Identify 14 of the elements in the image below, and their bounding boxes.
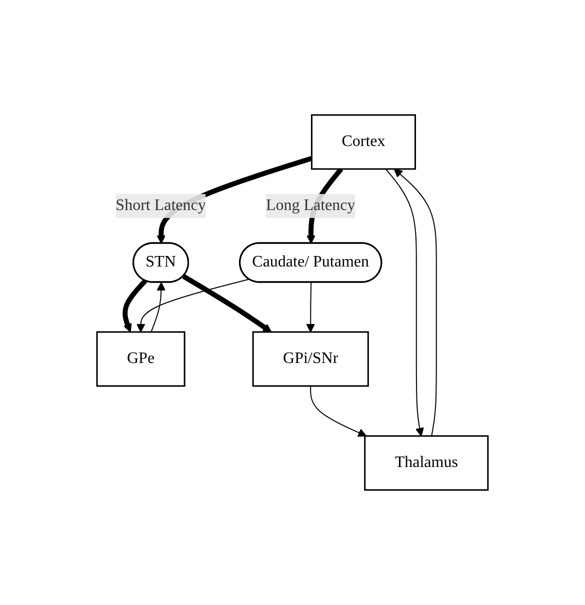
edge-label: Long Latency	[266, 196, 356, 214]
arrow	[306, 282, 316, 332]
arrow	[136, 278, 250, 332]
node-box: Cortex	[311, 114, 416, 170]
edge-label: Short Latency	[116, 196, 206, 214]
arrow	[150, 282, 166, 332]
node-box: GPe	[96, 331, 186, 387]
node-box: Thalamus	[364, 435, 489, 491]
arrow	[385, 168, 424, 436]
arrow	[122, 279, 148, 332]
arrow	[394, 168, 437, 436]
arrow	[310, 386, 367, 437]
arrow	[182, 274, 272, 332]
node-box: GPi/SNr	[252, 331, 369, 387]
